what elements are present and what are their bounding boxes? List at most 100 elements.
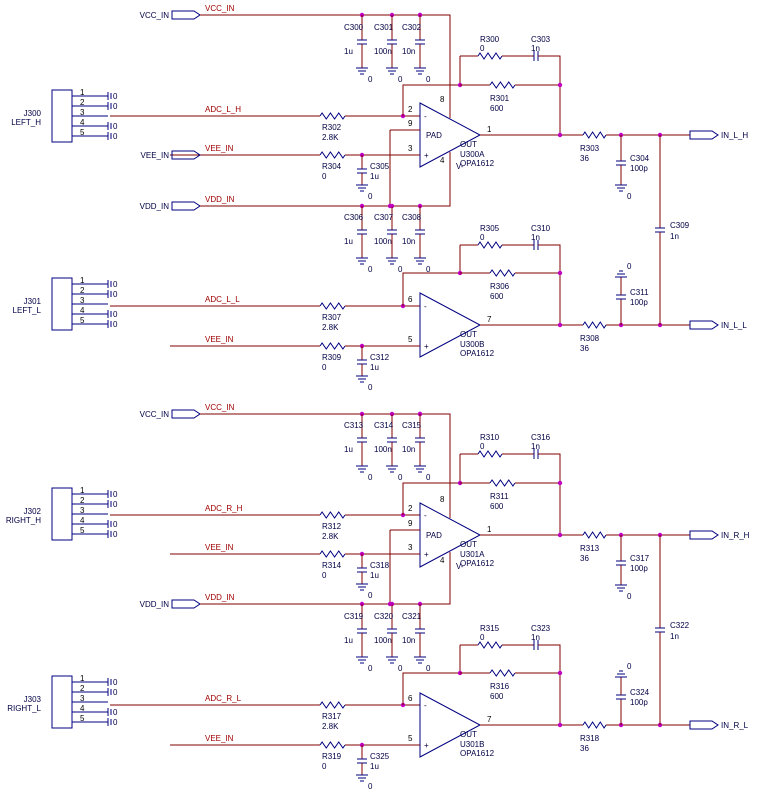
pin-gnd-label: 0 xyxy=(113,708,118,717)
resistor-value: 600 xyxy=(490,104,504,113)
connector-pin-number: 1 xyxy=(80,88,85,97)
resistor-value: 0 xyxy=(322,571,327,580)
capacitor-ref: C303 xyxy=(531,35,551,44)
resistor-value: 36 xyxy=(580,554,589,563)
capacitor-value: 100p xyxy=(630,298,648,307)
pin-gnd-label: 0 xyxy=(113,132,118,141)
capacitor-value: 1n xyxy=(670,632,679,641)
pin-number: 3 xyxy=(408,144,413,153)
noninverting-sign: + xyxy=(424,550,429,559)
resistor-ref: R306 xyxy=(490,282,510,291)
capacitor-ref: C306 xyxy=(344,213,364,222)
pin-gnd-label: 0 xyxy=(113,290,118,299)
ground-label: 0 xyxy=(627,192,632,201)
ground-label: 0 xyxy=(398,75,403,84)
resistor-symbol xyxy=(477,52,503,60)
wire xyxy=(538,644,561,725)
resistor-ref: R309 xyxy=(322,353,342,362)
capacitor-value: 1u xyxy=(344,636,353,645)
resistor-symbol xyxy=(582,131,607,139)
resistor-ref: R303 xyxy=(580,144,600,153)
ground-label: 0 xyxy=(426,265,431,274)
net-label: VDD_IN xyxy=(205,195,235,204)
capacitor-value: 1n xyxy=(670,232,679,241)
power-port xyxy=(171,150,201,160)
net-label: ADC_L_H xyxy=(205,105,241,114)
junction-dot xyxy=(557,132,563,138)
capacitor-ref: C313 xyxy=(344,421,364,430)
opamp-ref: U301A xyxy=(460,550,485,559)
pin-number: 5 xyxy=(408,734,413,743)
inverting-sign: - xyxy=(424,302,427,311)
connector-pin-number: 1 xyxy=(80,276,85,285)
capacitor-value: 1u xyxy=(344,47,353,56)
pin-number: 8 xyxy=(440,95,445,104)
resistor-symbol xyxy=(582,531,607,539)
pin-gnd-label: 0 xyxy=(113,718,118,727)
capacitor-ref: C325 xyxy=(370,752,390,761)
ground-label: 0 xyxy=(368,782,373,791)
opamp-ref: U300B xyxy=(460,340,484,349)
capacitor-ref: C302 xyxy=(402,23,422,32)
connector-pin-number: 4 xyxy=(80,516,85,525)
ground-label: 0 xyxy=(398,265,403,274)
connector-pin-number: 4 xyxy=(80,704,85,713)
pin-gnd-label: 0 xyxy=(113,310,118,319)
opamp-part: OPA1612 xyxy=(460,159,495,168)
resistor-value: 0 xyxy=(480,233,485,242)
resistor-symbol xyxy=(319,511,346,519)
wire xyxy=(538,453,561,535)
resistor-value: 0 xyxy=(322,172,327,181)
pin-number: 9 xyxy=(408,519,413,528)
resistor-symbol xyxy=(489,269,516,277)
ground-label: 0 xyxy=(426,75,431,84)
wire xyxy=(200,14,451,118)
inverting-sign: - xyxy=(424,511,427,520)
net-label: ADC_R_H xyxy=(205,504,243,513)
pin-number: 1 xyxy=(487,525,492,534)
wire xyxy=(402,482,460,515)
ground-label: 0 xyxy=(368,591,373,600)
resistor-value: 36 xyxy=(580,154,589,163)
wire xyxy=(402,672,460,705)
capacitor-ref: C317 xyxy=(630,554,650,563)
capacitor-ref: C309 xyxy=(670,221,690,230)
pin-gnd-label: 0 xyxy=(113,102,118,111)
wire xyxy=(200,552,451,605)
pin-gnd-label: 0 xyxy=(113,92,118,101)
resistor-value: 0 xyxy=(480,442,485,451)
capacitor-ref: C310 xyxy=(531,224,551,233)
noninverting-sign: + xyxy=(424,151,429,160)
resistor-symbol xyxy=(489,669,516,677)
ground-label: 0 xyxy=(627,662,632,671)
capacitor-value: 1u xyxy=(370,363,379,372)
opamp-ref: U300A xyxy=(460,150,485,159)
resistor-ref: R302 xyxy=(322,123,342,132)
resistor-ref: R318 xyxy=(580,734,600,743)
capacitor-value: 100p xyxy=(630,564,648,573)
inverting-sign: - xyxy=(424,701,427,710)
output-port-label: IN_R_H xyxy=(721,531,750,540)
ground-label: 0 xyxy=(627,262,632,271)
pin-number: 1 xyxy=(487,125,492,134)
junction-dot xyxy=(557,270,563,276)
opamp-ref: U301B xyxy=(460,740,484,749)
connector-pin-number: 3 xyxy=(80,108,85,117)
capacitor-ref: C315 xyxy=(402,421,422,430)
net-label: VEE_IN xyxy=(205,543,234,552)
net-label: ADC_L_L xyxy=(205,295,240,304)
resistor-ref: R305 xyxy=(480,224,500,233)
resistor-symbol xyxy=(319,701,346,709)
capacitor-ref: C322 xyxy=(670,621,690,630)
capacitor-value: 100p xyxy=(630,698,648,707)
capacitor-value: 1n xyxy=(531,44,540,53)
capacitor-value: 1n xyxy=(531,633,540,642)
junction-dot xyxy=(557,532,563,538)
capacitor-value: 1n xyxy=(531,442,540,451)
resistor-value: 0 xyxy=(322,762,327,771)
connector-pin-number: 2 xyxy=(80,286,85,295)
capacitor-ref: C305 xyxy=(370,162,390,171)
connector-ref: J303 xyxy=(24,695,42,704)
resistor-symbol xyxy=(477,450,503,458)
